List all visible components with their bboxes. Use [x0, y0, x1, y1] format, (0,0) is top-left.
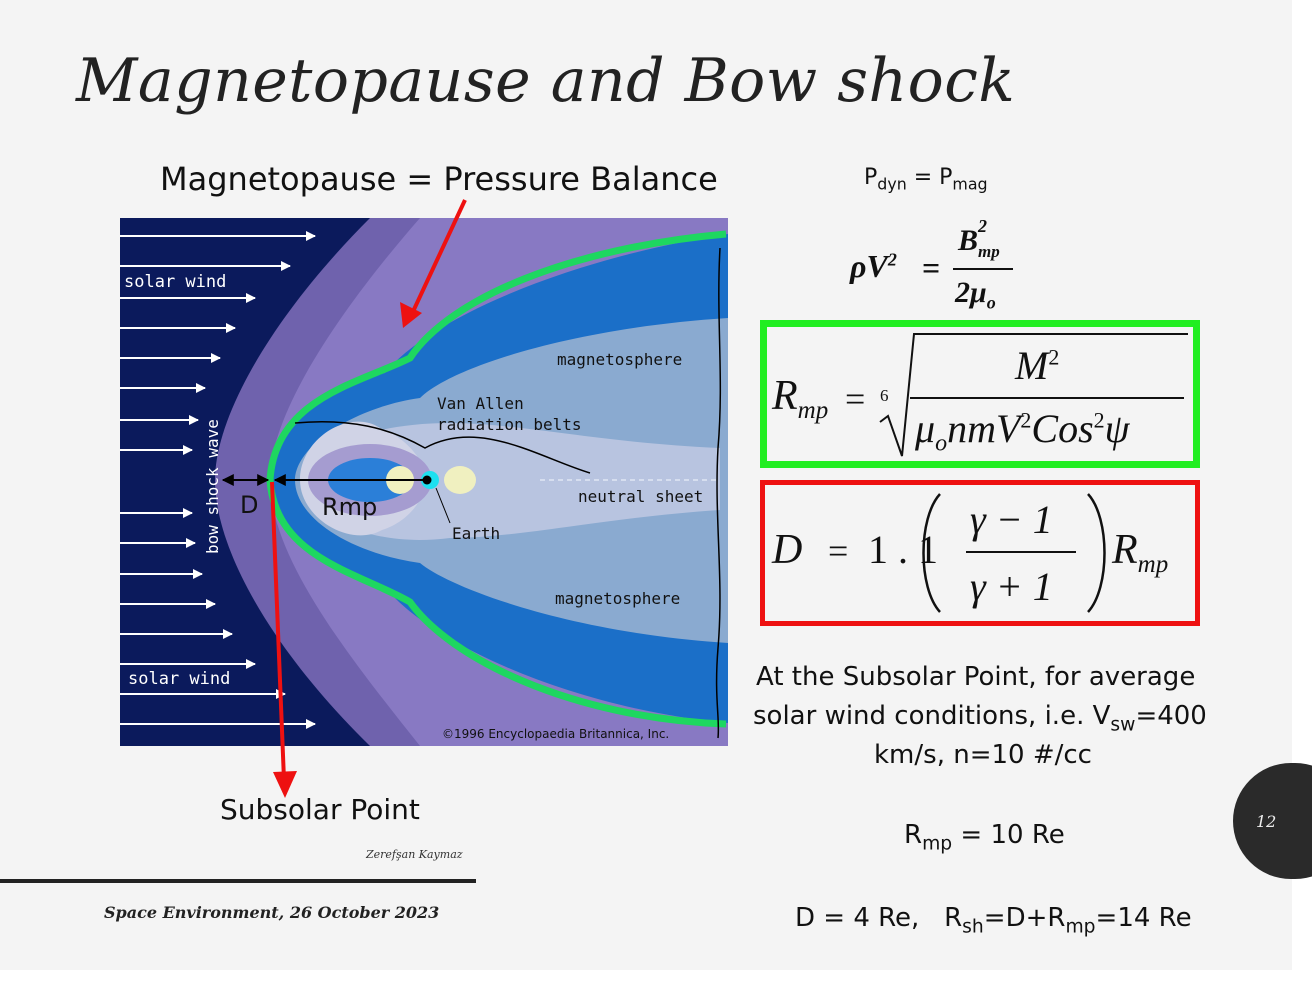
solar-wind-label-bottom: solar wind [128, 669, 230, 689]
d-value: D = 4 Re, Rsh=D+Rmp=14 Re [795, 903, 1192, 938]
d-denominator: γ + 1 [970, 564, 1053, 609]
rmp-radical-sign [879, 333, 1188, 457]
pressure-lhs: ρV2 [850, 248, 897, 284]
copyright-label: ©1996 Encyclopaedia Britannica, Inc. [442, 727, 669, 741]
subsolar-point-label: Subsolar Point [220, 793, 420, 826]
page-number: 12 [1256, 812, 1277, 831]
rmp-value: Rmp = 10 Re [904, 820, 1065, 855]
rmp-lhs: Rmp [772, 373, 829, 424]
d-numerator: γ − 1 [970, 497, 1053, 542]
earth-label: Earth [452, 524, 500, 543]
solar-wind-label-top: solar wind [124, 272, 226, 292]
bow-shock-wave-label: bow shock wave [203, 419, 222, 554]
d-label: D [240, 491, 258, 519]
d-rhs: Rmp [1112, 527, 1169, 578]
d-lhs: D [772, 527, 803, 573]
footer-divider [0, 879, 476, 883]
magnetopause-pointer-arrow [408, 199, 467, 319]
subsolar-note-line2: solar wind conditions, i.e. Vsw=400 [753, 701, 1207, 736]
d-eq-sign: = [828, 531, 849, 571]
rmp-numerator: M2 [1015, 343, 1060, 388]
subsolar-note-line1: At the Subsolar Point, for average [756, 662, 1196, 692]
rmp-denominator: μonmV2Cos2ψ [915, 406, 1130, 457]
neutral-sheet-label: neutral sheet [578, 487, 703, 506]
van-allen-label-1: Van Allen [437, 394, 524, 413]
subsolar-note-line3: km/s, n=10 #/cc [874, 740, 1092, 770]
footer-text: Space Environment, 26 October 2023 [104, 903, 440, 922]
d-coefficient: 1 . 1 [868, 527, 938, 572]
pdyn-pmag-equation: Pdyn = Pmag [864, 165, 988, 194]
d-parentheses [922, 493, 1106, 613]
pressure-eq-sign: = [922, 250, 941, 286]
magnetosphere-label-bottom: magnetosphere [555, 589, 680, 608]
rmp-eq-sign: = [845, 379, 866, 419]
author-name: Zerefşan Kaymaz [366, 848, 463, 861]
magnetopause-balance-label: Magnetopause = Pressure Balance [160, 160, 718, 198]
rmp-equation-box [760, 320, 1200, 468]
page-title: Magnetopause and Bow shock [76, 46, 1016, 116]
subsolar-pointer-arrow [270, 481, 286, 781]
magnetosphere-diagram: solar wind solar wind bow shock wave mag… [120, 218, 728, 746]
magnetopause-line [266, 230, 727, 728]
rmp-label: Rmp [322, 493, 377, 521]
van-allen-label-2: radiation belts [437, 415, 582, 434]
pressure-denominator: 2μo [955, 276, 996, 313]
slide: Magnetopause and Bow shock Magnetopause … [0, 0, 1292, 970]
d-equation-box [760, 480, 1200, 626]
rmp-root-index: 6 [880, 386, 889, 405]
magnetosphere-label-top: magnetosphere [557, 350, 682, 369]
pressure-fraction-bar [953, 268, 1013, 270]
solar-wind-arrows [120, 231, 316, 729]
annotation-arrows [270, 199, 467, 798]
